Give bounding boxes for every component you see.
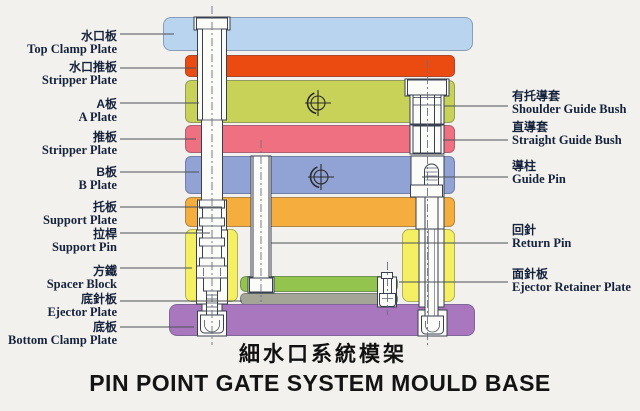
label-cn: 直導套 bbox=[512, 120, 549, 134]
label-cn: 推板 bbox=[92, 130, 117, 144]
center-lines bbox=[211, 6, 428, 348]
label-en: Stripper Plate bbox=[41, 143, 117, 157]
leader-lines bbox=[120, 33, 508, 328]
label-en: Ejector Plate bbox=[47, 305, 117, 319]
label-en: Top Clamp Plate bbox=[27, 42, 117, 56]
label-en: Ejector Retainer Plate bbox=[512, 280, 631, 294]
label-cn: 水口板 bbox=[80, 29, 117, 43]
label-cn: 底板 bbox=[92, 320, 117, 334]
title-chinese: 細水口系統模架 bbox=[239, 343, 407, 366]
label-en: Shoulder Guide Bush bbox=[512, 102, 627, 116]
guide-bush-and-pin bbox=[404, 78, 450, 337]
label-en: A Plate bbox=[78, 110, 117, 124]
label-cn: 面針板 bbox=[512, 267, 549, 281]
title-english: PIN POINT GATE SYSTEM MOULD BASE bbox=[89, 370, 551, 396]
label-cn: 有托導套 bbox=[512, 89, 561, 103]
stripper-plate-top bbox=[185, 55, 455, 77]
label-en: Bottom Clamp Plate bbox=[7, 333, 117, 347]
support-plate bbox=[185, 197, 455, 227]
datum-target-symbol bbox=[305, 90, 334, 190]
label-cn: A板 bbox=[96, 97, 117, 111]
label-en: Support Plate bbox=[43, 213, 117, 227]
ejector-retainer-plate bbox=[240, 276, 398, 292]
label-cn: 拉桿 bbox=[92, 227, 117, 241]
label-cn: B板 bbox=[96, 165, 117, 179]
retainer-screw bbox=[377, 272, 397, 308]
label-en: Straight Guide Bush bbox=[512, 133, 622, 147]
support-pin bbox=[193, 16, 231, 337]
label-cn: 托板 bbox=[92, 200, 117, 214]
label-cn: 底針板 bbox=[80, 292, 117, 306]
label-cn: 方鐵 bbox=[92, 264, 117, 278]
label-cn: 回針 bbox=[512, 223, 537, 237]
label-en: Return Pin bbox=[512, 236, 572, 250]
label-en: B Plate bbox=[78, 178, 117, 192]
label-cn: 導柱 bbox=[512, 159, 537, 173]
label-en: Stripper Plate bbox=[41, 73, 117, 87]
label-en: Spacer Block bbox=[46, 277, 117, 291]
label-en: Support Pin bbox=[52, 240, 117, 254]
label-cn: 水口推板 bbox=[68, 60, 117, 74]
label-en: Guide Pin bbox=[512, 172, 566, 186]
